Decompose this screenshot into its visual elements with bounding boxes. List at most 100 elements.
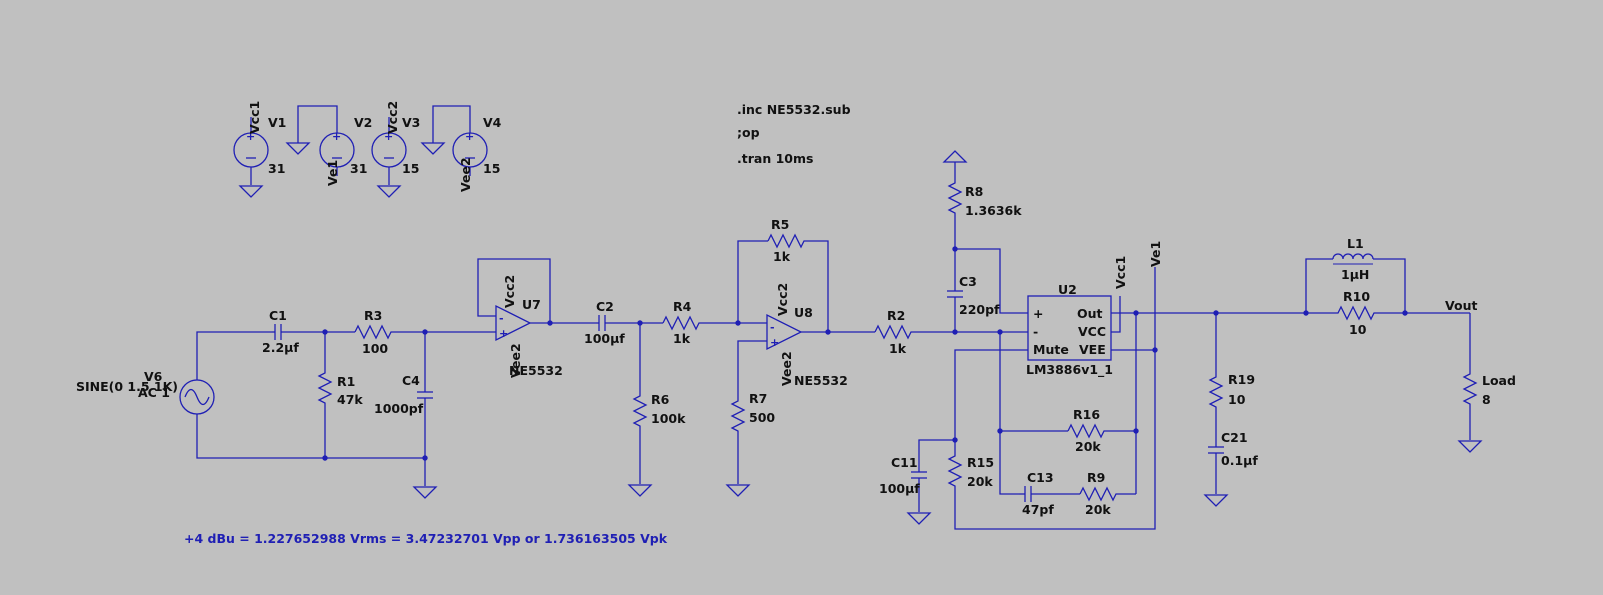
r9-value: 20k bbox=[1085, 502, 1111, 517]
u2-pin-minus: - bbox=[1033, 324, 1038, 339]
u8-name: U8 bbox=[794, 305, 813, 320]
u7-vplus: Vcc2 bbox=[502, 275, 517, 308]
u7-name: U7 bbox=[522, 297, 541, 312]
comment-dbu: +4 dBu = 1.227652988 Vrms = 3.47232701 V… bbox=[184, 531, 668, 546]
resistor-r4[interactable]: R4 1k bbox=[662, 299, 738, 346]
r19-name: R19 bbox=[1228, 372, 1255, 387]
resistor-load[interactable]: Load 8 bbox=[1458, 313, 1516, 453]
opamp-u8[interactable]: R5 1k - + Vcc2 Vee2 U8 NE5532 bbox=[737, 217, 875, 396]
resistor-r1[interactable]: R1 47k bbox=[317, 332, 363, 458]
capacitor-c13[interactable]: C13 47pf bbox=[1019, 470, 1080, 517]
r4-name: R4 bbox=[673, 299, 692, 314]
net-label-ve1: Ve1 bbox=[325, 160, 340, 186]
net-label-vcc2: Vcc2 bbox=[385, 101, 400, 134]
capacitor-c4[interactable]: C4 1000pf bbox=[374, 332, 437, 499]
u2-pin-vee: VEE bbox=[1079, 342, 1106, 357]
source-v3[interactable]: + Vcc2 V3 15 bbox=[371, 101, 420, 198]
r8-name: R8 bbox=[965, 184, 983, 199]
resistor-r2[interactable]: R2 1k bbox=[874, 308, 1028, 356]
capacitor-c2[interactable]: C2 100µf bbox=[584, 299, 663, 346]
capacitor-c3[interactable]: C3 220pf bbox=[947, 249, 1000, 332]
r8-value: 1.3636k bbox=[965, 203, 1022, 218]
u2-pin-mute: Mute bbox=[1033, 342, 1069, 357]
v3-name: V3 bbox=[402, 115, 420, 130]
v4-value: 15 bbox=[483, 161, 500, 176]
v4-name: V4 bbox=[483, 115, 502, 130]
u2-model: LM3886v1_1 bbox=[1026, 362, 1113, 378]
resistor-r9[interactable]: R9 20k bbox=[1079, 470, 1136, 517]
u7-model: NE5532 bbox=[509, 363, 563, 378]
c2-name: C2 bbox=[596, 299, 614, 314]
c4-value: 1000pf bbox=[374, 401, 424, 416]
v6-sine-spec: SINE(0 1.5 1K) bbox=[76, 379, 178, 394]
directive-tran: .tran 10ms bbox=[737, 151, 813, 166]
svg-text:+: + bbox=[465, 130, 474, 143]
l1-name: L1 bbox=[1347, 236, 1364, 251]
source-v6[interactable]: V6 AC 1 SINE(0 1.5 1K) bbox=[76, 369, 215, 415]
c13-name: C13 bbox=[1027, 470, 1054, 485]
r2-value: 1k bbox=[889, 341, 907, 356]
capacitor-c1[interactable]: C1 2.2µf bbox=[262, 308, 355, 355]
c3-name: C3 bbox=[959, 274, 977, 289]
resistor-r19[interactable]: R19 10 bbox=[1208, 313, 1255, 447]
net-label-vee2: Vee2 bbox=[458, 157, 473, 192]
r7-name: R7 bbox=[749, 391, 767, 406]
r10-value: 10 bbox=[1349, 322, 1367, 337]
r7-value: 500 bbox=[749, 410, 775, 425]
svg-text:-: - bbox=[770, 321, 775, 334]
r15-value: 20k bbox=[967, 474, 993, 489]
v6-ac: AC 1 bbox=[138, 385, 170, 400]
opamp-u7[interactable]: - + Vcc2 Vee2 U7 NE5532 bbox=[425, 258, 596, 378]
v6-name: V6 bbox=[144, 369, 163, 384]
svg-text:-: - bbox=[499, 312, 504, 325]
c4-name: C4 bbox=[402, 373, 420, 388]
directive-op: ;op bbox=[737, 125, 760, 140]
v3-value: 15 bbox=[402, 161, 419, 176]
c21-value: 0.1µf bbox=[1221, 453, 1258, 468]
resistor-r6[interactable]: R6 100k bbox=[628, 323, 686, 497]
r5-name: R5 bbox=[771, 217, 789, 232]
u8-vminus: Vee2 bbox=[779, 351, 794, 386]
source-v4[interactable]: + Vee2 V4 15 bbox=[421, 105, 502, 192]
c1-name: C1 bbox=[269, 308, 287, 323]
source-v2[interactable]: + Ve1 V2 31 bbox=[286, 105, 372, 186]
c11-name: C11 bbox=[891, 455, 918, 470]
svg-text:+: + bbox=[499, 327, 508, 340]
source-v1[interactable]: + Vcc1 V1 31 bbox=[233, 101, 286, 198]
u2-pin-vcc: VCC bbox=[1078, 324, 1106, 339]
c11-value: 100µf bbox=[879, 481, 920, 496]
c21-name: C21 bbox=[1221, 430, 1248, 445]
net-label-vcc1: Vcc1 bbox=[247, 101, 262, 134]
resistor-r3[interactable]: R3 100 bbox=[354, 308, 425, 356]
resistor-r16[interactable]: R16 20k bbox=[1067, 407, 1136, 454]
r3-value: 100 bbox=[362, 341, 388, 356]
resistor-r15[interactable]: R15 20k bbox=[947, 350, 1156, 530]
r5-value: 1k bbox=[773, 249, 791, 264]
resistor-r10[interactable]: R10 10 bbox=[1306, 289, 1405, 337]
net-label-vout: Vout bbox=[1445, 298, 1477, 313]
c13-value: 47pf bbox=[1022, 502, 1054, 517]
r16-name: R16 bbox=[1073, 407, 1100, 422]
directive-inc: .inc NE5532.sub bbox=[737, 102, 851, 117]
svg-text:+: + bbox=[246, 130, 255, 143]
r15-name: R15 bbox=[967, 455, 994, 470]
resistor-r7[interactable]: R7 500 bbox=[726, 391, 775, 497]
r6-name: R6 bbox=[651, 392, 670, 407]
r16-value: 20k bbox=[1075, 439, 1101, 454]
r3-name: R3 bbox=[364, 308, 382, 323]
capacitor-c21[interactable]: C21 0.1µf bbox=[1204, 430, 1258, 507]
v1-value: 31 bbox=[268, 161, 285, 176]
r1-name: R1 bbox=[337, 374, 355, 389]
u7-vminus: Vee2 bbox=[508, 343, 523, 378]
capacitor-c11[interactable]: C11 100µf bbox=[879, 439, 955, 525]
load-value: 8 bbox=[1482, 392, 1491, 407]
inductor-l1[interactable]: L1 1µH bbox=[1305, 236, 1406, 313]
v2-value: 31 bbox=[350, 161, 367, 176]
resistor-r8[interactable]: R8 1.3636k bbox=[943, 150, 1022, 249]
amplifier-u2[interactable]: U2 + - Mute Out VCC VEE LM3886v1_1 bbox=[1026, 282, 1113, 378]
u8-model: NE5532 bbox=[794, 373, 848, 388]
r1-value: 47k bbox=[337, 392, 363, 407]
r4-value: 1k bbox=[673, 331, 691, 346]
u2-pin-plus: + bbox=[1033, 306, 1043, 321]
